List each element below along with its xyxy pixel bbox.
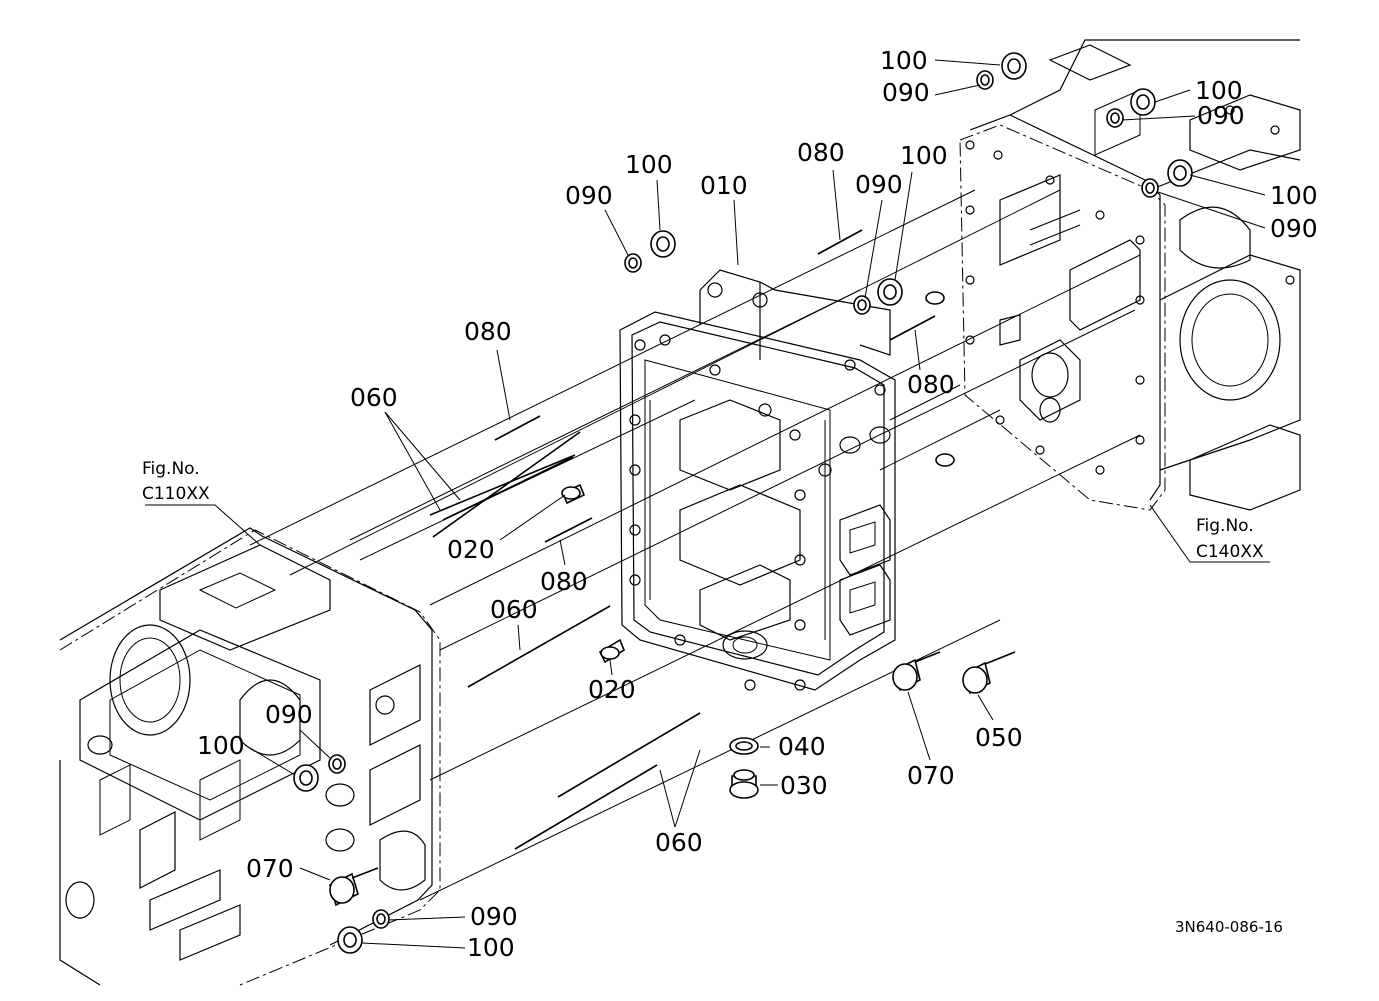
left-housing-outline xyxy=(59,527,441,986)
figure-ref-right-line2: C140XX xyxy=(1196,542,1264,562)
drain-plug-group xyxy=(729,737,759,799)
figure-ref-left-line1: Fig.No. xyxy=(142,459,200,479)
label-020: 020 xyxy=(447,535,495,564)
figure-ref-right: Fig.No. C140XX xyxy=(1196,516,1264,562)
label-080: 080 xyxy=(907,370,955,399)
label-100: 100 xyxy=(1195,76,1243,105)
label-070: 070 xyxy=(246,854,294,883)
label-100: 100 xyxy=(625,150,673,179)
label-100: 100 xyxy=(197,731,245,760)
label-020: 020 xyxy=(588,675,636,704)
dowel-pin-020-group xyxy=(561,291,955,664)
label-100: 100 xyxy=(467,933,515,962)
leader-lines xyxy=(145,59,1270,949)
label-090: 090 xyxy=(1197,101,1245,130)
label-010: 010 xyxy=(700,171,748,200)
stud-060-group xyxy=(429,431,701,850)
figure-ref-right-line1: Fig.No. xyxy=(1196,516,1254,536)
label-060: 060 xyxy=(490,595,538,624)
label-060: 060 xyxy=(350,383,398,412)
label-090: 090 xyxy=(470,902,518,931)
bolt-group xyxy=(329,651,1016,907)
label-080: 080 xyxy=(540,567,588,596)
label-090: 090 xyxy=(855,170,903,199)
drawing-code: 3N640-086-16 xyxy=(1175,918,1283,936)
label-090: 090 xyxy=(265,700,313,729)
label-060: 060 xyxy=(655,828,703,857)
label-100: 100 xyxy=(1270,181,1318,210)
housing-bolt-holes xyxy=(629,334,886,691)
stud-080-group xyxy=(494,229,936,543)
label-100: 100 xyxy=(880,46,928,75)
label-070: 070 xyxy=(907,761,955,790)
center-housing-010 xyxy=(619,269,896,691)
label-080: 080 xyxy=(797,138,845,167)
label-090: 090 xyxy=(565,181,613,210)
washer-nut-group xyxy=(293,52,1193,954)
label-090: 090 xyxy=(882,78,930,107)
figure-ref-left: Fig.No. C110XX xyxy=(142,459,210,504)
label-030: 030 xyxy=(780,771,828,800)
label-100: 100 xyxy=(900,141,948,170)
label-080: 080 xyxy=(464,317,512,346)
label-090: 090 xyxy=(1270,214,1318,243)
label-040: 040 xyxy=(778,732,826,761)
right-housing-bolt-holes xyxy=(965,105,1295,475)
figure-ref-left-line2: C110XX xyxy=(142,484,210,504)
callout-labels: 100 090 100 090 100 090 100 090 010 080 … xyxy=(197,46,1318,962)
assembly-lines xyxy=(249,189,1141,901)
label-050: 050 xyxy=(975,723,1023,752)
